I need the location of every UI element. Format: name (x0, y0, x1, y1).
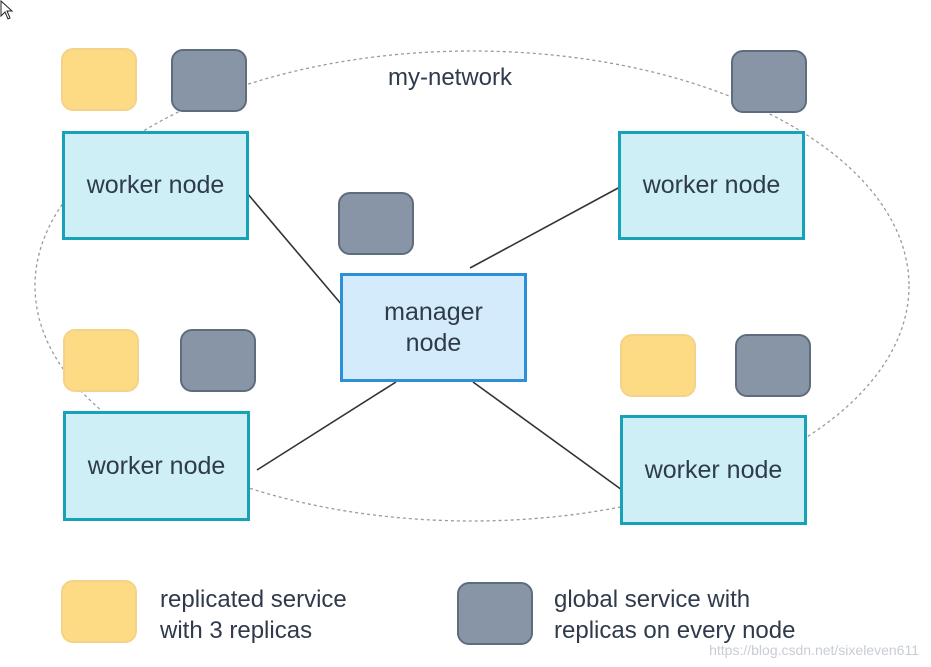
network-label: my-network (388, 64, 513, 91)
source-watermark: https://blog.csdn.net/sixeleven611 (709, 642, 919, 658)
worker-node-label: worker node (642, 171, 781, 199)
manager-node-label-line1: manager (384, 297, 483, 326)
global-service-instance (735, 334, 811, 397)
network-boundary (34, 50, 910, 522)
legend-global-swatch (457, 582, 533, 645)
replicated-service-replica (620, 334, 696, 397)
edge-manager-worker-bottom-left (256, 381, 397, 471)
legend-global-text: global service with replicas on every no… (554, 584, 795, 646)
worker-node-label: worker node (644, 455, 783, 484)
replicated-service-replica (61, 48, 137, 111)
edge-manager-worker-bottom-right (472, 381, 623, 491)
global-service-instance (180, 329, 256, 392)
global-service-instance (731, 50, 807, 113)
mouse-pointer-icon (0, 0, 14, 20)
worker-node-top-right: worker node (618, 131, 805, 240)
manager-node: manager node (340, 273, 527, 382)
global-service-instance (171, 49, 247, 112)
legend-replicated-text: replicated service with 3 replicas (160, 584, 347, 646)
replicated-service-replica (63, 329, 139, 392)
worker-node-bottom-left: worker node (63, 411, 250, 521)
legend-replicated-line1: replicated service (160, 586, 347, 613)
legend-global-line2: replicas on every node (554, 617, 796, 644)
legend-replicated-swatch (61, 580, 137, 643)
legend-global-line1: global service with (554, 586, 751, 613)
worker-node-label: worker node (86, 171, 225, 199)
worker-node-bottom-right: worker node (620, 415, 807, 525)
worker-node-label: worker node (87, 451, 226, 480)
global-service-instance (338, 192, 414, 255)
worker-node-top-left: worker node (62, 131, 249, 240)
edge-manager-worker-top-right (469, 186, 621, 269)
manager-node-label-line2: node (405, 328, 462, 357)
legend-replicated-line2: with 3 replicas (160, 617, 313, 644)
edge-manager-worker-top-left (246, 192, 343, 306)
